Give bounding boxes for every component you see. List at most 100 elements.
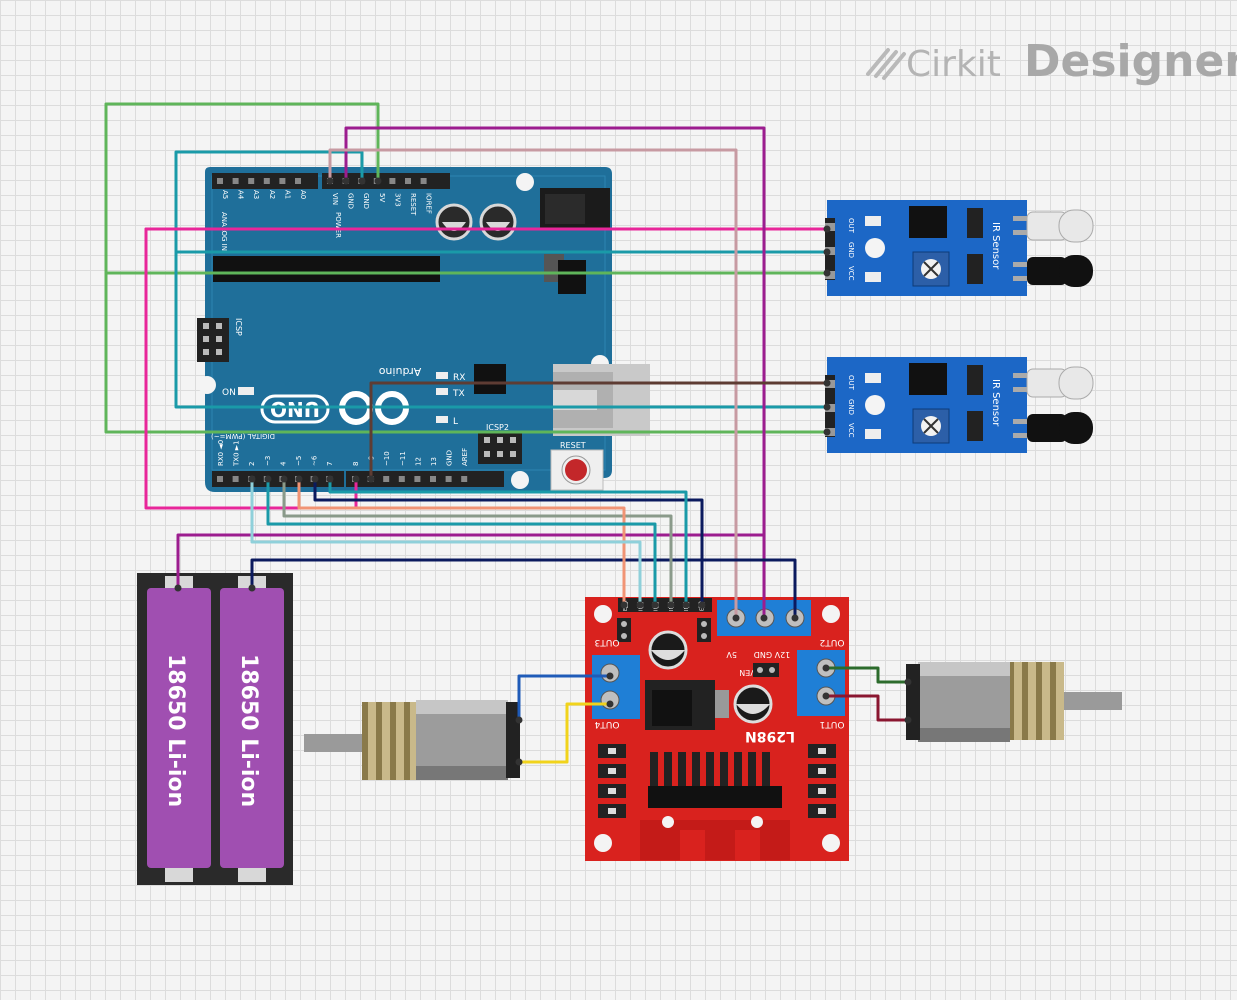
wire-endpoint[interactable]: [515, 716, 523, 724]
wire-endpoint[interactable]: [620, 601, 628, 609]
analog-pin[interactable]: [263, 178, 270, 184]
l-led-label: L: [453, 417, 458, 427]
motor-right[interactable]: [906, 662, 1122, 742]
wire[interactable]: [344, 126, 766, 620]
wire-endpoint[interactable]: [515, 758, 523, 766]
wire[interactable]: [176, 533, 766, 590]
battery-holder[interactable]: 18650 Li-ion 18650 Li-ion: [137, 573, 293, 885]
wire-endpoint[interactable]: [823, 428, 831, 436]
digital-pin[interactable]: [232, 476, 239, 482]
ir-emitter-led: [1026, 366, 1094, 400]
digital-pin[interactable]: [383, 476, 390, 482]
wire[interactable]: [250, 477, 642, 607]
ir-pin[interactable]: [825, 271, 835, 279]
wire-endpoint[interactable]: [606, 672, 614, 680]
digital-pin[interactable]: [461, 476, 468, 482]
wire[interactable]: [266, 477, 657, 607]
wire[interactable]: [104, 102, 829, 434]
wires: [104, 102, 912, 766]
arduino-uno-board[interactable]: ICSP ICSP2 RESET ON RX TX L UNO Arduino …: [197, 167, 650, 492]
motor-left[interactable]: [304, 700, 520, 780]
wire-endpoint[interactable]: [264, 475, 272, 483]
wire[interactable]: [250, 558, 797, 620]
power-pin[interactable]: [420, 178, 427, 184]
wire-endpoint[interactable]: [352, 475, 360, 483]
wire-endpoint[interactable]: [823, 403, 831, 411]
analog-pin-label: A3: [252, 190, 260, 199]
wire-endpoint[interactable]: [904, 716, 912, 724]
wire[interactable]: [369, 381, 829, 481]
digital-pin[interactable]: [217, 476, 223, 482]
analog-in-label: ANALOG IN: [220, 212, 228, 251]
wire-endpoint[interactable]: [822, 664, 830, 672]
wire-endpoint[interactable]: [823, 269, 831, 277]
analog-pin[interactable]: [279, 178, 286, 184]
wire-endpoint[interactable]: [326, 177, 334, 185]
wire-endpoint[interactable]: [248, 475, 256, 483]
wire-endpoint[interactable]: [791, 614, 799, 622]
wire[interactable]: [824, 694, 910, 722]
reset-button[interactable]: [561, 455, 591, 485]
wire-endpoint[interactable]: [823, 225, 831, 233]
wire[interactable]: [517, 674, 612, 722]
digital-pin[interactable]: [430, 476, 436, 482]
wire-endpoint[interactable]: [822, 692, 830, 700]
digital-pin-label: 12: [414, 457, 422, 466]
analog-pin[interactable]: [295, 178, 301, 184]
wire-endpoint[interactable]: [358, 177, 366, 185]
digital-pin[interactable]: [414, 476, 421, 482]
wire-endpoint[interactable]: [326, 475, 334, 483]
power-pin-label: 5V: [378, 193, 386, 202]
battery-cell-1: [147, 588, 211, 868]
icsp2-label: ICSP2: [486, 423, 509, 432]
digital-pin[interactable]: [445, 476, 452, 482]
wire-endpoint[interactable]: [698, 601, 706, 609]
potentiometer-icon[interactable]: [921, 416, 941, 436]
digital-pin-label: AREF: [461, 448, 469, 466]
wire-endpoint[interactable]: [367, 475, 375, 483]
chip-label: L298N: [745, 728, 795, 744]
wire-endpoint[interactable]: [636, 601, 644, 609]
digital-pin-label: 2: [248, 462, 256, 466]
analog-pin[interactable]: [217, 178, 223, 184]
power-pin[interactable]: [405, 178, 411, 184]
wire-endpoint[interactable]: [248, 584, 256, 592]
analog-pin[interactable]: [232, 178, 239, 184]
wire-endpoint[interactable]: [682, 601, 690, 609]
wire-endpoint[interactable]: [732, 614, 740, 622]
wire[interactable]: [297, 477, 626, 607]
ir-receiver-led: [1027, 412, 1093, 444]
wire-endpoint[interactable]: [760, 614, 768, 622]
on-led-label: ON: [222, 388, 236, 398]
power-pin[interactable]: [389, 178, 396, 184]
ir-sensor-top[interactable]: IR Sensor: [825, 200, 1094, 296]
potentiometer-icon[interactable]: [921, 259, 941, 279]
wire-endpoint[interactable]: [904, 678, 912, 686]
wire[interactable]: [517, 702, 612, 764]
wire-endpoint[interactable]: [374, 177, 382, 185]
wire[interactable]: [174, 150, 829, 409]
wire-endpoint[interactable]: [823, 379, 831, 387]
wire[interactable]: [824, 666, 910, 684]
analog-pin[interactable]: [248, 178, 255, 184]
wire-endpoint[interactable]: [342, 177, 350, 185]
ir-sensor-bottom[interactable]: IR Sensor: [825, 357, 1094, 453]
wire[interactable]: [328, 477, 688, 607]
wire[interactable]: [313, 477, 704, 607]
l298n-motor-driver[interactable]: ENAIN1IN2IN3IN4ENB 5V 12V GND 5VEN OUT3 …: [585, 597, 849, 861]
icsp-label: ICSP: [234, 318, 243, 336]
wire-endpoint[interactable]: [295, 475, 303, 483]
wire-endpoint[interactable]: [280, 475, 288, 483]
wire-endpoint[interactable]: [667, 601, 675, 609]
wire-endpoint[interactable]: [606, 700, 614, 708]
wire-endpoint[interactable]: [174, 584, 182, 592]
digital-pin[interactable]: [398, 476, 405, 482]
out1-label: OUT1: [820, 719, 845, 729]
wire-endpoint[interactable]: [651, 601, 659, 609]
ir-sensor-title: IR Sensor: [990, 379, 1001, 427]
wire-endpoint[interactable]: [311, 475, 319, 483]
ir-pin[interactable]: [825, 223, 835, 231]
wire-endpoint[interactable]: [823, 248, 831, 256]
out3-label: OUT3: [595, 637, 620, 647]
wire[interactable]: [282, 477, 673, 607]
